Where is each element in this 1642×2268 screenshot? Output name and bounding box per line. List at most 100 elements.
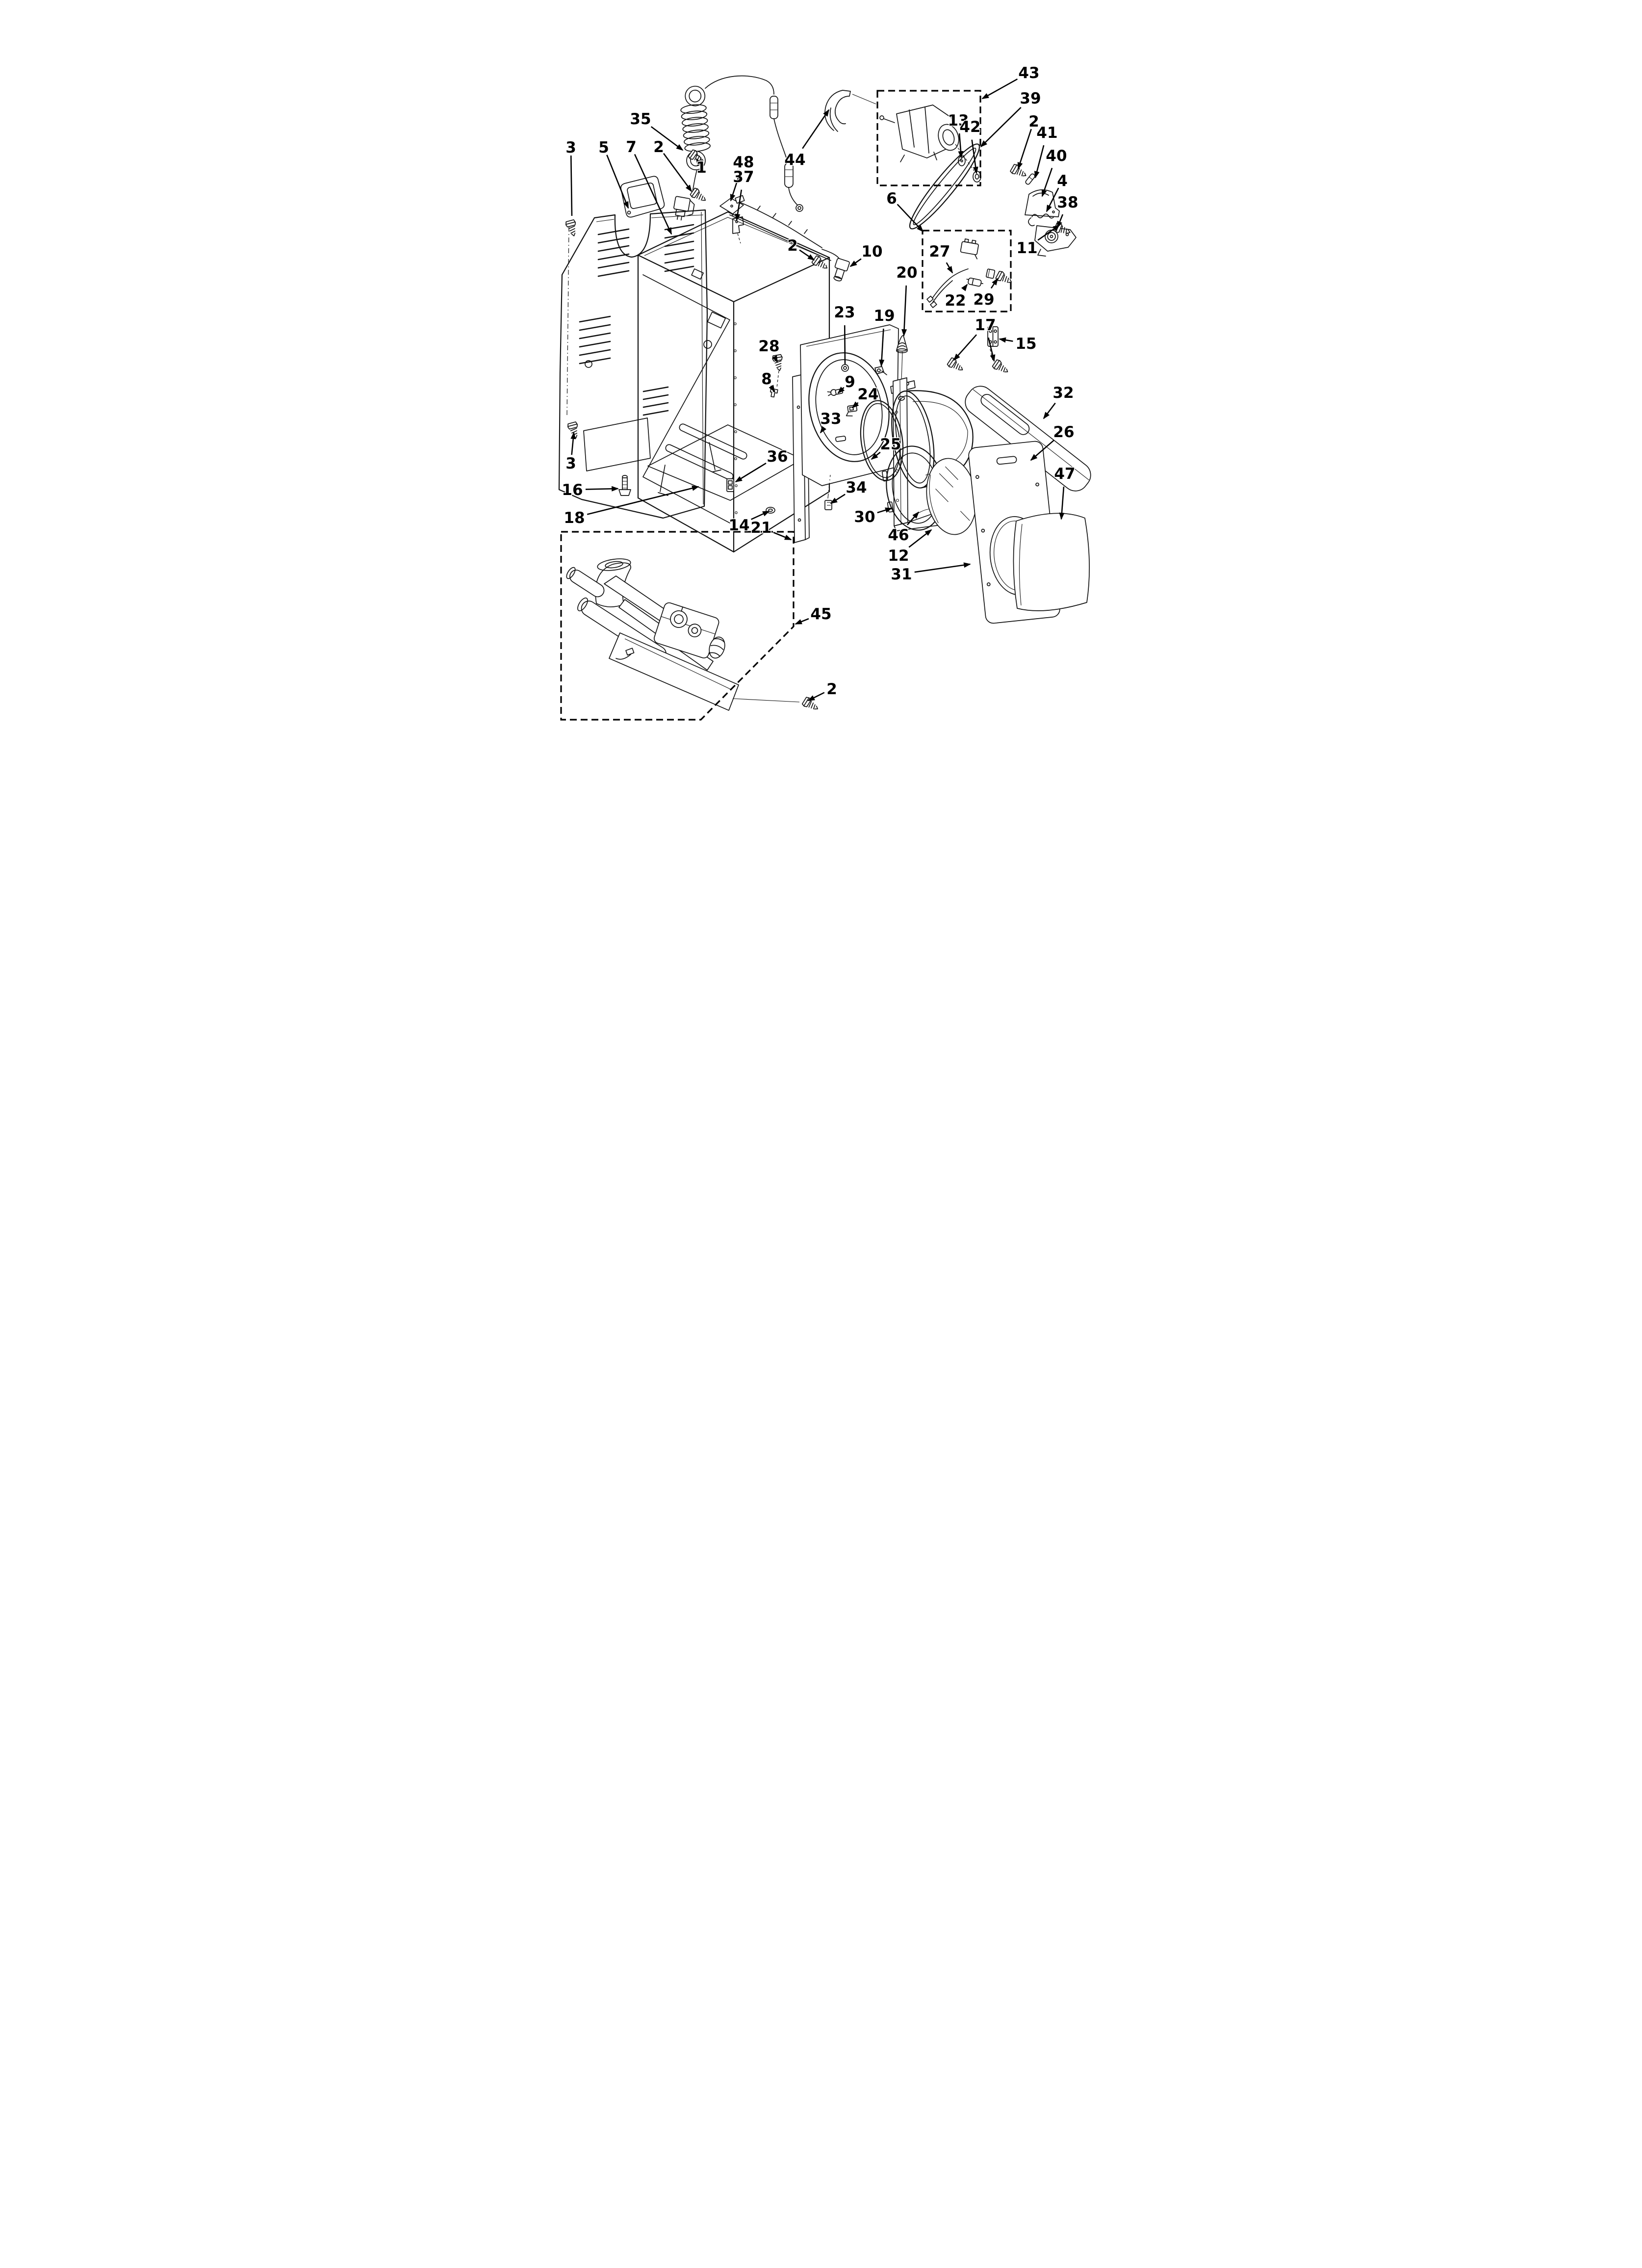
- callout-48: 48: [730, 153, 755, 202]
- drive-motor-group: [876, 90, 981, 186]
- callout-number: 19: [873, 307, 895, 325]
- leveling-foot: [618, 475, 631, 496]
- callout-number: 40: [1046, 147, 1067, 165]
- callout-22: 22: [944, 284, 968, 311]
- callout-29: 29: [973, 278, 999, 310]
- callout-14: 14: [728, 510, 770, 535]
- callout-20: 20: [896, 263, 918, 337]
- harness-connector: [833, 258, 850, 282]
- drive-motor: [879, 104, 981, 182]
- strain-relief-bracket: [732, 216, 744, 244]
- callout-number: 46: [888, 526, 909, 544]
- callout-19: 19: [873, 307, 896, 367]
- callout-26: 26: [1030, 423, 1075, 461]
- callout-number: 29: [973, 291, 994, 309]
- callout-46: 46: [887, 511, 920, 545]
- callout-number: 24: [857, 386, 878, 403]
- callout-number: 28: [758, 338, 779, 355]
- callout-number: 5: [598, 139, 609, 156]
- callout-4: 4: [1046, 172, 1068, 212]
- callout-number: 3: [565, 455, 576, 472]
- callout-number: 10: [861, 243, 882, 261]
- callout-number: 43: [1018, 64, 1039, 82]
- callout-number: 20: [896, 264, 917, 282]
- callout-21: 21: [750, 519, 792, 541]
- callout-number: 48: [733, 154, 754, 171]
- callout-number: 11: [1016, 239, 1037, 257]
- callout-number: 9: [845, 373, 855, 391]
- callout-3: 3: [565, 138, 577, 216]
- callout-number: 21: [750, 519, 771, 537]
- callout-2: 2: [653, 138, 693, 192]
- callout-45: 45: [795, 605, 832, 625]
- callout-32: 32: [1043, 384, 1075, 419]
- callout-number: 2: [653, 138, 664, 156]
- callout-number: 6: [886, 190, 897, 208]
- callout-number: 2: [1028, 113, 1039, 130]
- callout-43: 43: [981, 64, 1040, 100]
- power-cord: [673, 75, 803, 221]
- clip-19: [874, 366, 887, 375]
- callout-27: 27: [928, 242, 953, 274]
- rear-panel: [558, 209, 708, 519]
- callout-number: 22: [945, 292, 966, 310]
- callout-13: 13: [947, 111, 970, 158]
- callout-number: 30: [854, 508, 875, 526]
- callout-number: 35: [630, 110, 651, 128]
- callout-number: 15: [1015, 335, 1036, 353]
- callout-number: 18: [564, 509, 585, 527]
- callout-1: 1: [695, 158, 707, 178]
- callout-number: 23: [834, 304, 855, 321]
- drum-roller-shaft: [841, 364, 849, 372]
- callout-number: 34: [846, 479, 867, 496]
- callout-7: 7: [625, 138, 672, 235]
- callout-36: 36: [735, 447, 789, 483]
- cone-clip: [896, 335, 908, 381]
- callout-11: 11: [1016, 224, 1060, 258]
- callout-number: 2: [826, 680, 837, 698]
- callout-16: 16: [561, 481, 619, 500]
- callout-34: 34: [830, 478, 868, 504]
- callout-40: 40: [1041, 147, 1068, 197]
- callout-44: 44: [784, 109, 830, 170]
- callout-number: 42: [959, 118, 980, 136]
- burner-assembly-group: [560, 531, 795, 721]
- callout-24: 24: [851, 385, 879, 409]
- callout-18: 18: [563, 485, 699, 528]
- callout-2: 2: [787, 236, 815, 261]
- callout-10: 10: [849, 242, 883, 267]
- callout-25: 25: [871, 435, 902, 460]
- callout-35: 35: [629, 110, 684, 151]
- burner-assembly: [566, 558, 800, 711]
- callout-number: 1: [696, 159, 707, 177]
- callout-number: 14: [728, 517, 749, 534]
- screw-17b: [991, 358, 1011, 377]
- callout-37: 37: [732, 168, 755, 221]
- thermal-fuse: [966, 277, 983, 287]
- callout-number: 4: [1057, 172, 1068, 190]
- interlock-switch: [726, 478, 734, 492]
- callout-41: 41: [1034, 124, 1058, 179]
- callout-number: 3: [565, 139, 576, 156]
- callout-12: 12: [887, 529, 932, 566]
- callout-number: 36: [767, 448, 788, 466]
- assembly-group-boxes: [560, 90, 1012, 721]
- callout-number: 39: [1020, 90, 1041, 107]
- callout-number: 27: [929, 243, 950, 261]
- callout-9: 9: [837, 373, 856, 394]
- callout-number: 16: [562, 481, 583, 499]
- callout-31: 31: [890, 562, 971, 584]
- callout-number: 38: [1057, 194, 1078, 211]
- callout-2: 2: [807, 680, 838, 702]
- callout-number: 8: [761, 370, 772, 388]
- callout-number: 12: [888, 547, 909, 565]
- screw-2-rail: [811, 254, 830, 273]
- callout-33: 33: [820, 410, 842, 434]
- callout-number: 33: [820, 410, 841, 428]
- screw-28: [771, 354, 785, 372]
- callout-39: 39: [980, 89, 1042, 148]
- callout-17: 17: [953, 316, 997, 362]
- door-hinge: [987, 326, 999, 347]
- rear-guard: [620, 176, 665, 218]
